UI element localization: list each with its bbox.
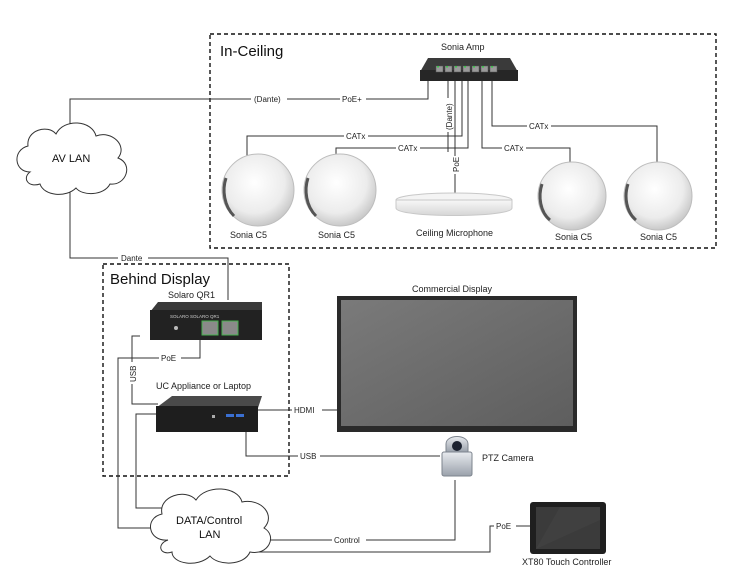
qr1-label: Solaro QR1: [168, 290, 215, 300]
label-catx-3: CATx: [504, 144, 523, 153]
data-lan-label-line2: LAN: [199, 529, 220, 541]
label-poe-mic: PoE: [452, 157, 461, 172]
label-poe-plus: PoE+: [342, 95, 362, 104]
qr1-plate-text: SOLARO SOLARO QR1: [170, 314, 220, 319]
label-catx-4: CATx: [529, 122, 548, 131]
controller-label: XT80 Touch Controller: [522, 557, 611, 567]
av-lan-to-qr1-line: [69, 183, 229, 300]
commercial-display: Commercial Display: [337, 284, 577, 432]
amp-to-speaker3-line: [481, 80, 571, 168]
behind-display-group-box: [102, 263, 290, 477]
uc-to-camera-usb-line: [245, 432, 440, 457]
label-control: Control: [334, 536, 360, 545]
av-lan-cloud: AV LAN: [16, 122, 128, 195]
data-lan-label-line1: DATA/Control: [176, 515, 242, 527]
xt80-touch-controller: XT80 Touch Controller: [522, 502, 611, 567]
label-catx-1: CATx: [346, 132, 365, 141]
solaro-qr1: Solaro QR1 SOLARO SOLARO QR1: [150, 290, 262, 340]
data-lan-to-controller-poe-line: [250, 525, 530, 553]
label-poe-qr1: PoE: [161, 354, 176, 363]
behind-display-group-label: Behind Display: [110, 271, 211, 288]
camera-label: PTZ Camera: [482, 453, 534, 463]
label-dante-top: (Dante): [254, 95, 281, 104]
speaker-1: Sonia C5: [221, 153, 295, 240]
qr1-poe-line: [117, 340, 201, 529]
av-lan-label: AV LAN: [52, 153, 90, 165]
data-lan-to-camera-control-line: [262, 480, 456, 541]
label-poe-controller: PoE: [496, 522, 511, 531]
speaker-2-label: Sonia C5: [318, 230, 355, 240]
display-label: Commercial Display: [412, 284, 493, 294]
in-ceiling-group-label: In-Ceiling: [220, 43, 283, 60]
data-lan-cloud: DATA/Control LAN: [150, 488, 271, 564]
label-hdmi: HDMI: [294, 406, 314, 415]
speaker-3: Sonia C5: [537, 161, 607, 242]
speaker-1-label: Sonia C5: [230, 230, 267, 240]
amp-ports: [435, 65, 498, 73]
label-catx-2: CATx: [398, 144, 417, 153]
amp-to-speaker4-line: [491, 80, 658, 168]
speaker-2: Sonia C5: [303, 153, 377, 240]
uc-label: UC Appliance or Laptop: [156, 381, 251, 391]
label-usb-camera: USB: [300, 452, 316, 461]
av-lan-to-amp-line: [69, 80, 429, 130]
mic-label: Ceiling Microphone: [416, 228, 493, 238]
speaker-4: Sonia C5: [623, 161, 693, 242]
amp-port-leds: [437, 66, 493, 68]
amp-label: Sonia Amp: [441, 42, 485, 52]
speaker-4-label: Sonia C5: [640, 232, 677, 242]
speaker-3-label: Sonia C5: [555, 232, 592, 242]
in-ceiling-group-box: [209, 33, 717, 249]
uc-appliance: UC Appliance or Laptop: [156, 381, 262, 432]
label-dante-vertical: (Dante): [445, 103, 454, 130]
uc-to-data-lan-line: [135, 413, 165, 509]
sonia-amp: Sonia Amp: [420, 42, 518, 81]
connection-labels: (Dante) PoE+ (Dante) CATx CATx CATx CATx…: [118, 93, 551, 545]
ceiling-microphone: Ceiling Microphone: [395, 192, 513, 238]
label-usb-vertical: USB: [129, 366, 138, 382]
ptz-camera: PTZ Camera: [441, 436, 534, 477]
label-dante-left: Dante: [121, 254, 143, 263]
